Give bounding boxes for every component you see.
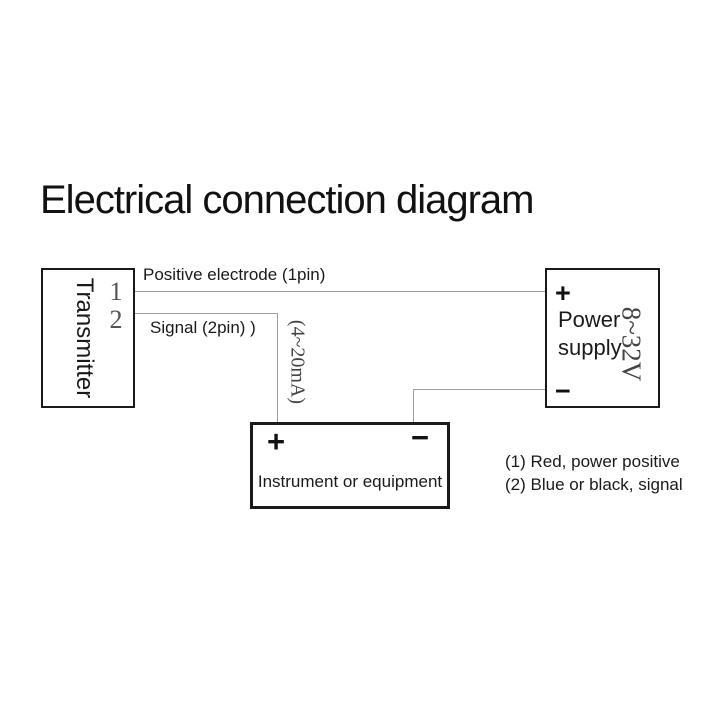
wire-negative-vertical — [413, 389, 414, 422]
instrument-box: + − Instrument or equipment — [250, 422, 450, 509]
page-title: Electrical connection diagram — [40, 178, 534, 222]
wire-positive-horizontal — [134, 291, 545, 292]
note-1: (1) Red, power positive — [505, 452, 680, 471]
instrument-label: Instrument or equipment — [257, 472, 443, 491]
power-supply-minus-terminal: − — [555, 376, 571, 406]
transmitter-pin-1: 1 — [109, 277, 123, 306]
current-range-label: (4~20mA) — [286, 319, 309, 405]
power-supply-box: + Power supply 8~32V − — [545, 268, 660, 408]
power-supply-label-line2: supply — [558, 335, 622, 361]
wire-negative-horizontal — [413, 389, 545, 390]
signal-label: Signal (2pin) ) — [150, 318, 256, 337]
power-supply-label-line1: Power — [558, 307, 621, 332]
instrument-minus-terminal: − — [410, 420, 429, 455]
power-supply-voltage-label: 8~32V — [616, 306, 647, 382]
transmitter-pin-2: 2 — [109, 305, 123, 334]
wire-signal-vertical — [277, 313, 278, 422]
wiring-notes: (1) Red, power positive (2) Blue or blac… — [505, 450, 683, 496]
note-2: (2) Blue or black, signal — [505, 475, 683, 495]
positive-electrode-label: Positive electrode (1pin) — [143, 265, 326, 284]
power-supply-label: Power supply — [558, 306, 622, 362]
power-supply-plus-terminal: + — [555, 278, 571, 308]
wire-signal-horizontal — [134, 313, 278, 314]
instrument-plus-terminal: + — [267, 424, 286, 459]
transmitter-box: Transmitter 1 2 — [41, 268, 135, 408]
transmitter-label: Transmitter — [71, 277, 99, 399]
